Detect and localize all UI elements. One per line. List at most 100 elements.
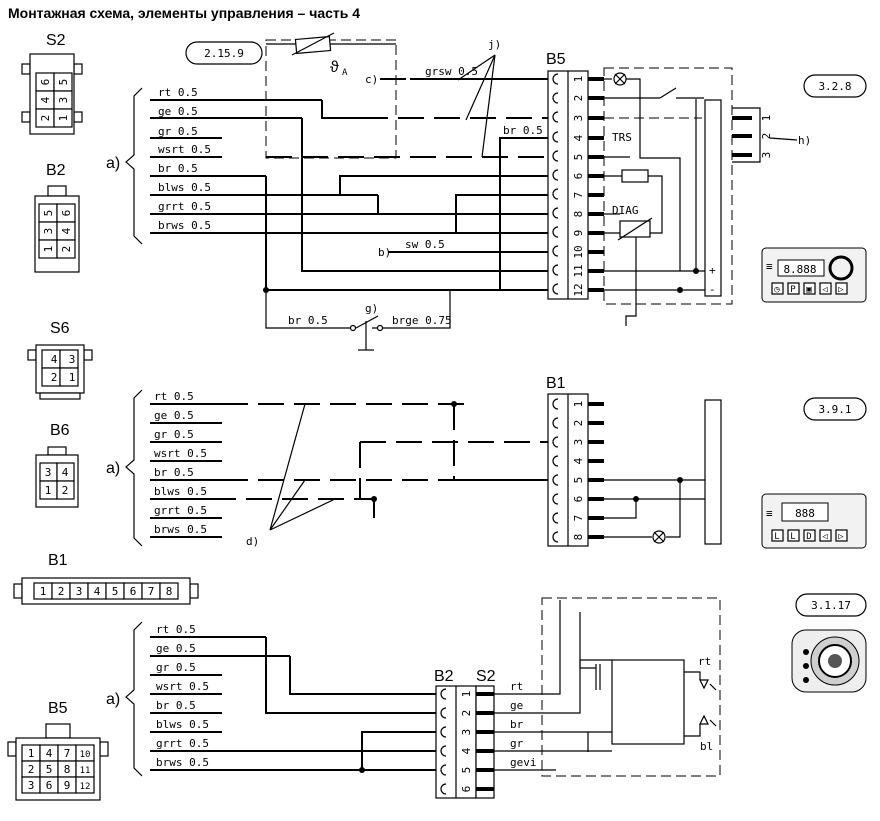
- rotary-panel-3-1-17-icon: [791, 629, 867, 693]
- connector-b2-icon: B2 5 6 3 4 1 2: [34, 162, 80, 273]
- connector-s6-icon: S6 4 3 2 1: [27, 320, 93, 400]
- panel-button-glyph: D: [806, 532, 811, 542]
- b5-pin-text: 6: [46, 779, 53, 792]
- wire-label: grrt 0.5: [156, 737, 209, 750]
- s2-connector-body: [475, 685, 495, 799]
- wire-labels-1: rt 0.5 ge 0.5 gr 0.5 wsrt 0.5 br 0.5 blw…: [158, 86, 211, 232]
- b5-pin-text: 4: [46, 747, 53, 760]
- h-label: h): [798, 134, 811, 147]
- b5-pin-number: 6: [572, 173, 585, 180]
- panel-button-glyph: ◁: [822, 532, 828, 542]
- b2-pin-text: 2: [60, 246, 73, 253]
- b1-pin-text: 1: [40, 585, 47, 598]
- dial-icon: [828, 255, 854, 281]
- wire-label-right: br: [510, 718, 524, 731]
- device-ref-label: 3.1.17: [811, 599, 851, 612]
- b6-pin-text: 4: [62, 466, 69, 479]
- b2-pin-number: 2: [460, 710, 473, 717]
- b5-pin-number: 2: [572, 95, 585, 102]
- b1-pin-text: 6: [130, 585, 137, 598]
- g-right-label: brge 0.75: [392, 314, 452, 327]
- brace-a-label: a): [106, 155, 120, 172]
- g-left-label: br 0.5: [288, 314, 328, 327]
- wire-label-right: ge: [510, 699, 523, 712]
- b5-pin-grid: [21, 744, 95, 794]
- page-title: Монтажная схема, элементы управления – ч…: [8, 5, 360, 21]
- panel-button-icon: [803, 529, 816, 542]
- control-panel-3-9-1: 888 ≡ L L D ◁ ▷: [761, 493, 867, 549]
- h-pin: 2: [760, 133, 773, 140]
- brace-a-1: [125, 87, 143, 245]
- section-1: a) rt 0.5 ge 0.5 gr 0.5 wsrt 0.5 br 0.5 …: [106, 32, 867, 351]
- b2-pin-number: 1: [460, 691, 473, 698]
- b5-pin-numbers: 1 2 3 4 5 6 7 8 9 10 11 12: [572, 76, 585, 297]
- b5-pin-number: 1: [572, 76, 585, 83]
- connector-b5-label: B5: [48, 700, 68, 717]
- ref-bubble-2-15-9: [185, 41, 263, 65]
- panel-button-icon: [835, 529, 848, 542]
- b1-pins: [552, 398, 604, 543]
- wire-label: gr 0.5: [158, 125, 198, 138]
- b2-pin-text: 4: [60, 227, 73, 234]
- panel-display: 888: [795, 507, 815, 520]
- device-internal-2: [604, 399, 722, 545]
- led-bottom-label: bl: [700, 740, 713, 753]
- b1-pin-text: 3: [76, 585, 83, 598]
- module-bar: [704, 99, 722, 297]
- brace-a-2: [125, 389, 143, 547]
- s2-pin-text: 1: [57, 115, 70, 122]
- b2-pin-number: 5: [460, 767, 473, 774]
- b1-pin-text: 5: [112, 585, 119, 598]
- wire-label: rt 0.5: [154, 390, 194, 403]
- section-2: a) rt 0.5 ge 0.5 gr 0.5 wsrt 0.5 br 0.5 …: [106, 375, 867, 549]
- wire-label-right: gevi: [510, 756, 537, 769]
- brace-a-label: a): [106, 691, 120, 708]
- connector-b6-icon: B6 3 4 1 2: [35, 422, 79, 508]
- b1-pin-number: 2: [572, 420, 585, 427]
- panel-button-icon: [787, 282, 800, 295]
- wire-label: blws 0.5: [156, 718, 209, 731]
- b6-pin-text: 3: [45, 466, 52, 479]
- b5-pin-number: 4: [572, 134, 585, 141]
- b1-pin-text: 7: [148, 585, 155, 598]
- panel-button-icon: [819, 282, 832, 295]
- b1-pin-number: 4: [572, 457, 585, 464]
- device-ref-label: 3.2.8: [818, 80, 851, 93]
- h-pin: 1: [760, 115, 773, 122]
- d-label: d): [246, 535, 259, 548]
- panel-button-icon: [819, 529, 832, 542]
- led-top-label: rt: [698, 655, 711, 668]
- brace-a-label: a): [106, 460, 120, 477]
- led-icon: [699, 679, 709, 690]
- b5-pin-number: 7: [572, 192, 585, 199]
- wires-3: [150, 636, 436, 773]
- connector-b2-label: B2: [46, 162, 66, 179]
- device-internal-1: [604, 72, 798, 326]
- b2-pin-text: 3: [42, 228, 55, 235]
- s2-connector-label: S2: [476, 668, 496, 685]
- panel-button-icon: [771, 529, 784, 542]
- b6-pin-text: 1: [45, 484, 52, 497]
- control-panel-3-2-8: 8.888 ≡ ◷ P ▣ ◁ ▷: [761, 247, 867, 303]
- wire-label: rt 0.5: [158, 86, 198, 99]
- control-module: [611, 659, 685, 745]
- wire-label: grrt 0.5: [154, 504, 207, 517]
- panel-button-glyph: P: [790, 285, 796, 295]
- s6-pin-text: 1: [69, 371, 76, 384]
- wires-1: [150, 32, 548, 351]
- b5-pin-number: 5: [572, 154, 585, 161]
- b2-pin-text: 6: [60, 210, 73, 217]
- ref-label: 2.15.9: [204, 47, 244, 60]
- panel-button-icon: [835, 282, 848, 295]
- ref-bubble-3-1-17: [795, 593, 867, 617]
- br-wire-label: br 0.5: [503, 124, 543, 137]
- wires-2: [150, 401, 548, 538]
- brace-a-3: [125, 621, 143, 777]
- b5-pin-text: 10: [80, 750, 91, 760]
- b2-pin-number: 6: [460, 786, 473, 793]
- c-wire-label: grsw 0.5: [425, 65, 478, 78]
- b5-pin-text: 11: [80, 766, 91, 776]
- led-icon: [699, 714, 709, 725]
- b1-pin-number: 1: [572, 401, 585, 408]
